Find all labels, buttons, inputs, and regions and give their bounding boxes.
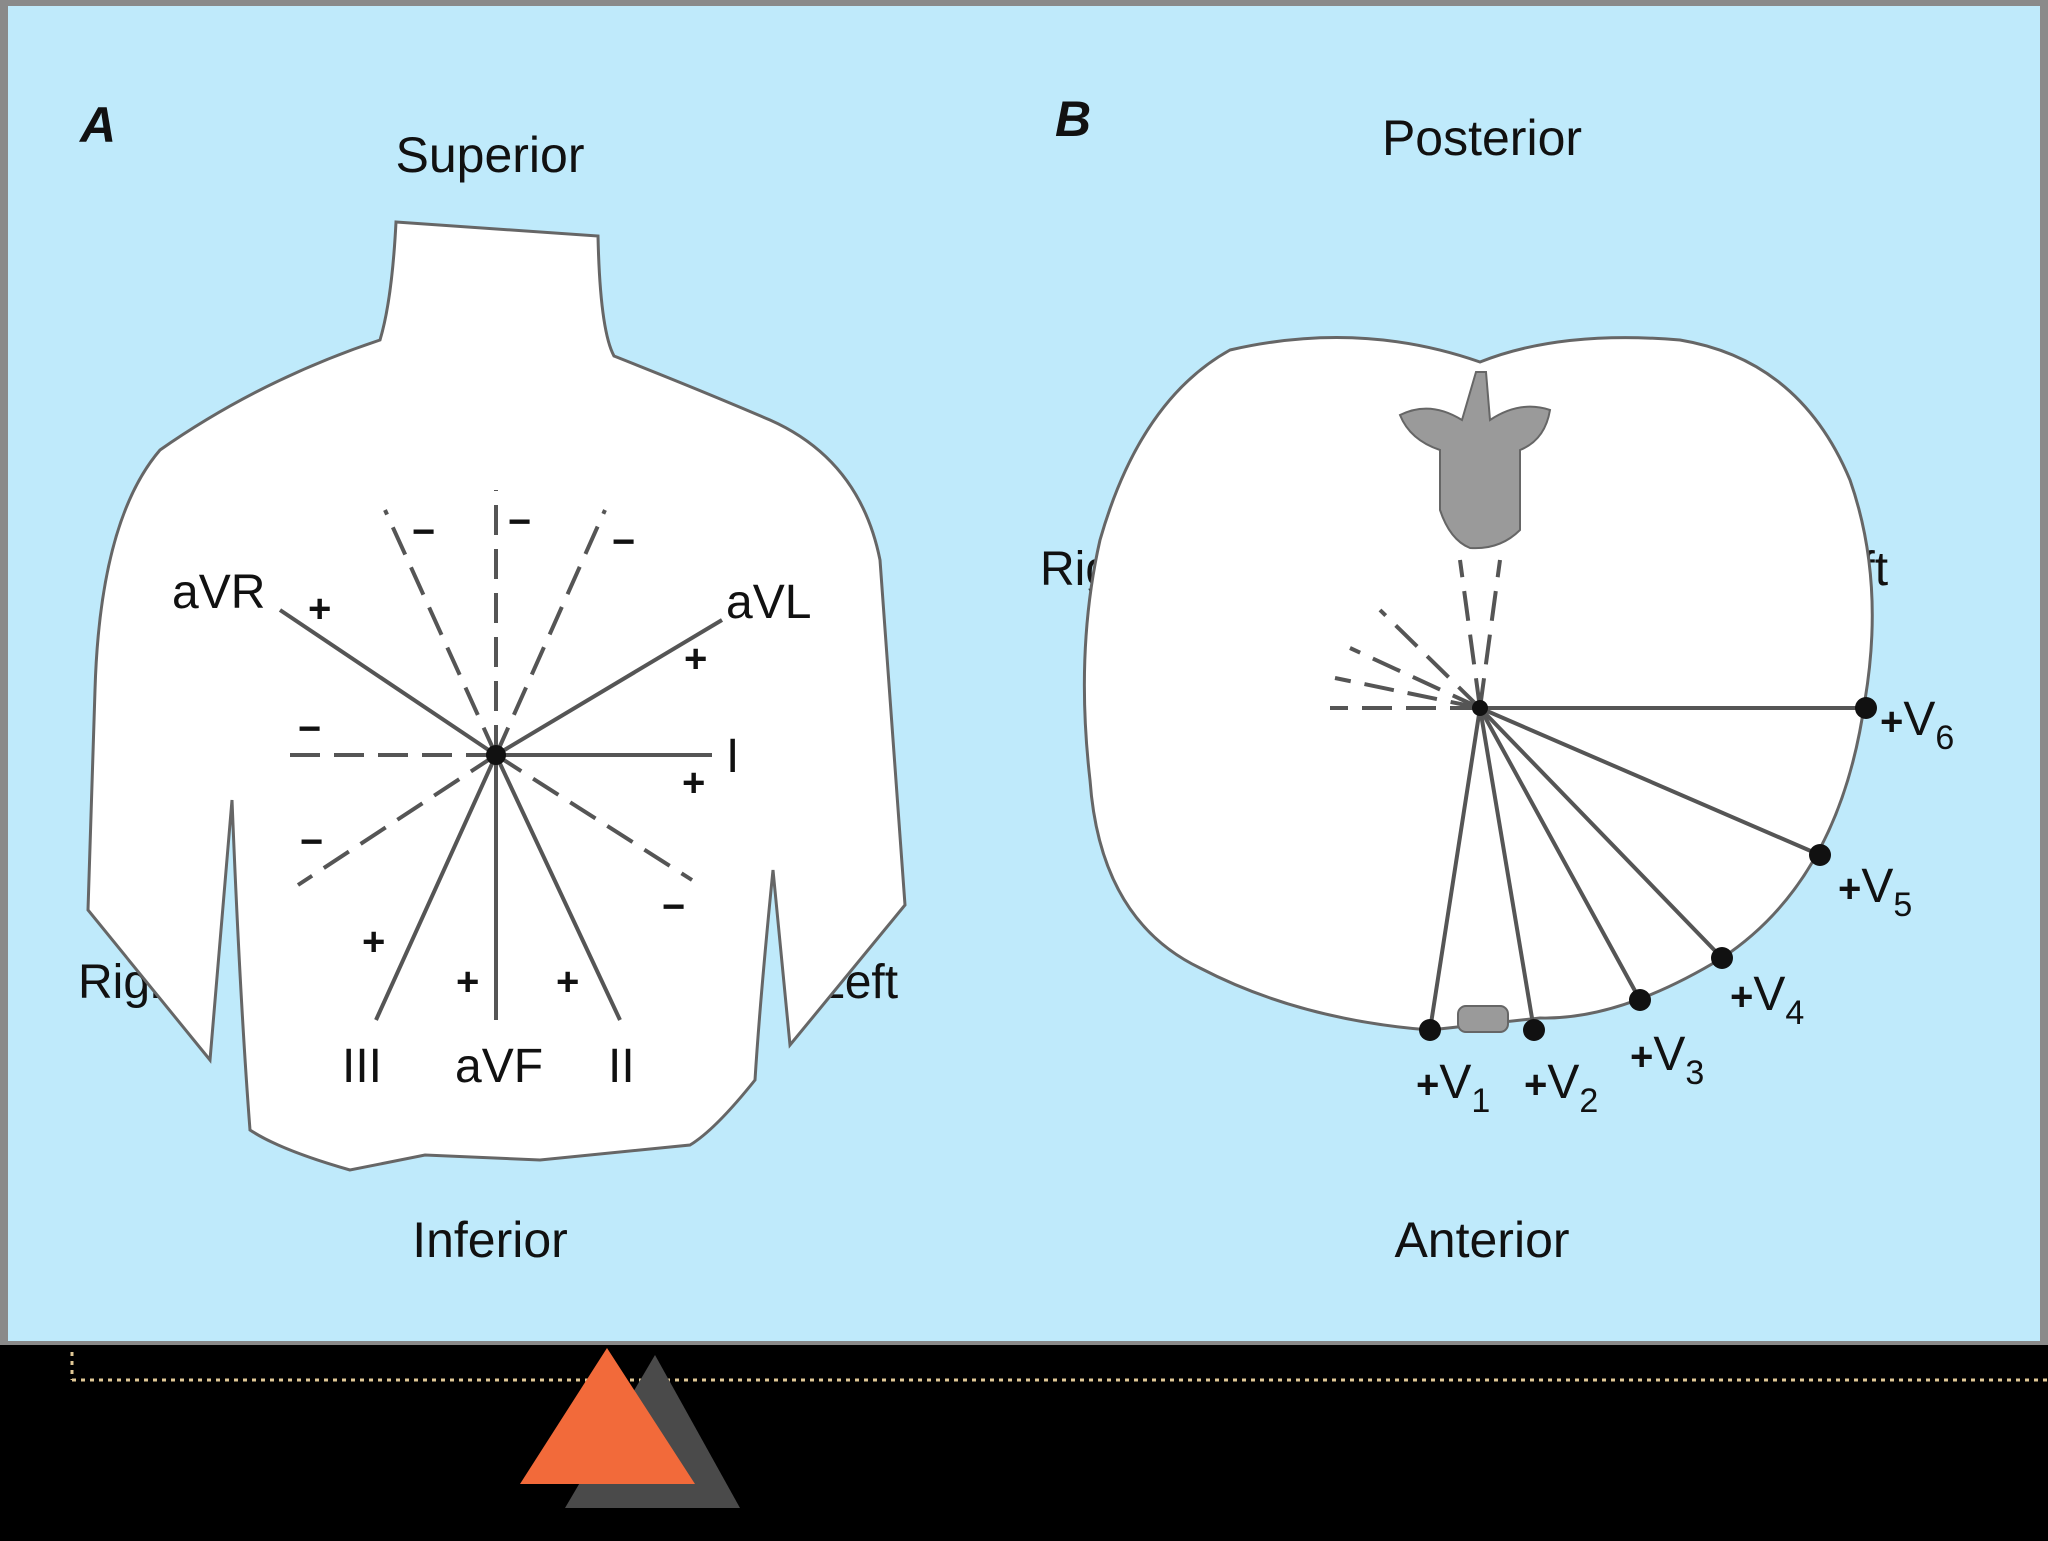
lead-iii-minus: − — [612, 520, 635, 564]
v1-axis — [1428, 707, 1482, 1031]
panel-b-letter: B — [1055, 91, 1091, 147]
v4-label: +V4 — [1730, 968, 1804, 1032]
avr-minus: − — [662, 885, 685, 929]
precordial-lead-axes — [1428, 706, 1866, 1031]
v2-label: +V2 — [1524, 1056, 1598, 1120]
avr-label: aVR — [172, 566, 265, 619]
lead-iii-negative — [494, 509, 607, 756]
lead-iii-axis — [374, 754, 498, 1021]
lead-ii-plus: + — [556, 960, 579, 1004]
vertebra-icon — [1398, 371, 1552, 550]
lead-iii-plus: + — [362, 920, 385, 964]
electrode-dots — [1419, 697, 1877, 1041]
avr-axis — [278, 608, 498, 757]
lead-iii-label: III — [342, 1040, 382, 1093]
avl-axis — [494, 618, 724, 757]
lead-ii-label: II — [608, 1040, 635, 1093]
panel-a-letter: A — [78, 97, 116, 153]
v5-label: +V5 — [1838, 860, 1912, 924]
bottom-bar-background — [0, 1345, 2048, 1536]
panel-b: B Posterior Anterior Right Left — [1040, 91, 1954, 1268]
v5-axis — [1479, 706, 1821, 857]
avl-label: aVL — [726, 576, 811, 629]
avr-plus: + — [308, 587, 331, 631]
v6-electrode — [1855, 697, 1877, 719]
v3-label: +V3 — [1630, 1028, 1704, 1092]
v1-negative — [1458, 559, 1482, 709]
sternum-icon — [1457, 1005, 1509, 1033]
lead-ii-axis — [494, 754, 622, 1021]
v5-negative — [1334, 676, 1481, 710]
frontal-center-dot — [486, 745, 506, 765]
triangle-logo-icon — [520, 1348, 695, 1484]
v4-negative — [1349, 646, 1481, 710]
v3-electrode — [1629, 989, 1651, 1011]
v3-axis — [1478, 707, 1642, 1001]
v5-electrode — [1809, 844, 1831, 866]
inferior-label: Inferior — [412, 1212, 568, 1268]
v6-label: +V6 — [1880, 693, 1954, 757]
v2-axis — [1478, 707, 1536, 1031]
avf-minus: − — [508, 500, 531, 544]
frontal-negative-poles — [280, 490, 694, 887]
frontal-lead-axes — [278, 608, 724, 1021]
avf-label: aVF — [455, 1040, 543, 1093]
v1-label: +V1 — [1416, 1056, 1490, 1120]
superior-label: Superior — [396, 127, 585, 183]
v4-electrode — [1711, 947, 1733, 969]
precordial-center-dot — [1472, 700, 1488, 716]
v2-negative — [1478, 559, 1502, 709]
avl-minus: − — [300, 820, 323, 864]
panel-a: A Superior Inferior Right Left aVR aVL — [78, 97, 907, 1268]
anterior-label: Anterior — [1394, 1212, 1569, 1268]
v2-electrode — [1523, 1019, 1545, 1041]
v1-electrode — [1419, 1019, 1441, 1041]
lead-i-minus: − — [298, 707, 321, 751]
precordial-negative-poles — [1330, 559, 1502, 710]
v4-axis — [1478, 706, 1724, 960]
v3-negative — [1378, 608, 1482, 710]
avf-plus: + — [456, 960, 479, 1004]
lead-ii-minus: − — [412, 510, 435, 554]
lead-i-plus: + — [682, 761, 705, 805]
posterior-label: Posterior — [1382, 110, 1582, 166]
bottom-bar — [0, 1345, 2048, 1536]
lead-i-label: I — [726, 730, 739, 783]
lead-ii-negative — [383, 509, 498, 756]
avl-negative — [296, 753, 498, 887]
avr-negative — [494, 753, 694, 882]
avl-plus: + — [684, 637, 707, 681]
